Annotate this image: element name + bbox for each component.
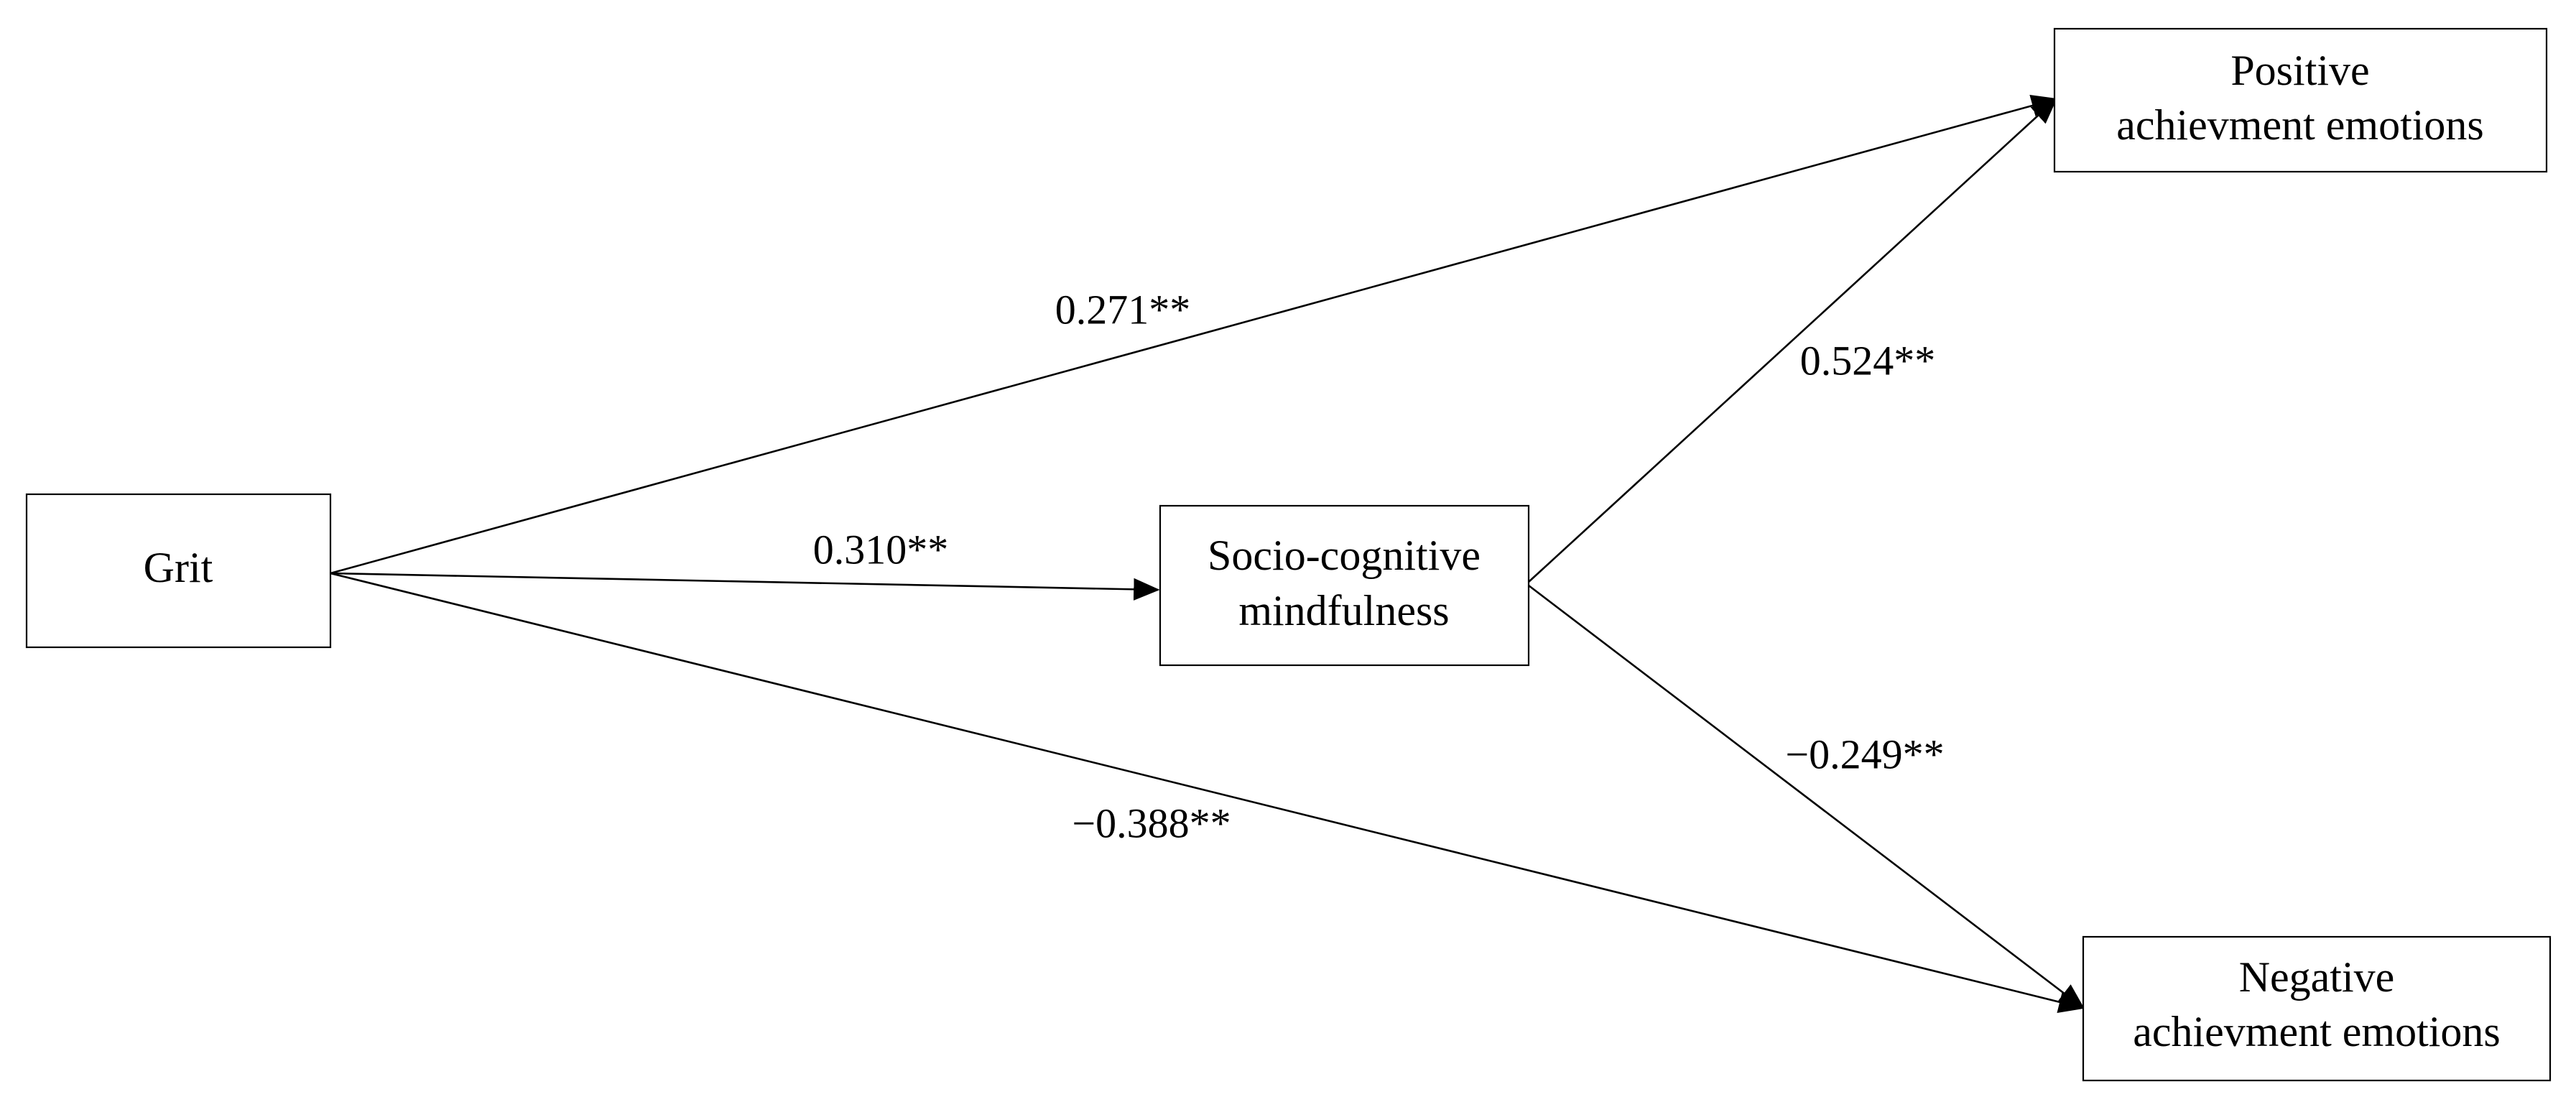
edge-label-grit-negative: −0.388**: [1072, 800, 1231, 846]
node-negative-box: [2082, 935, 2552, 1082]
node-mindfulness-label-line1: Socio-cognitive: [1208, 532, 1481, 579]
edge-grit-to-positive: [330, 94, 2058, 575]
node-negative-label-line1: Negative: [2239, 953, 2395, 1001]
edge-labels: 0.271** 0.310** −0.388** 0.524** −0.249*…: [813, 286, 1945, 846]
edge-label-grit-positive: 0.271**: [1055, 286, 1191, 333]
node-positive-label-line2: achievment emotions: [2116, 101, 2484, 149]
node-positive: Positive achievment emotions: [2053, 27, 2548, 173]
node-grit-box: [25, 493, 332, 649]
edge-mindfulness-to-positive: [1528, 98, 2057, 583]
node-negative-label-line2: achievment emotions: [2133, 1008, 2501, 1055]
node-positive-box: [2053, 27, 2548, 173]
edge-grit-to-negative: [330, 572, 2085, 1014]
edge-label-mindfulness-positive: 0.524**: [1800, 337, 1936, 384]
node-mindfulness: Socio-cognitive mindfulness: [1159, 504, 1530, 667]
node-positive-label-line1: Positive: [2230, 47, 2369, 94]
node-grit: Grit: [25, 493, 332, 649]
edge-label-grit-mindfulness: 0.310**: [813, 526, 949, 573]
edge-grit-to-mindfulness: [330, 572, 1160, 601]
edges: [330, 94, 2085, 1014]
node-grit-label: Grit: [144, 544, 213, 591]
edge-mindfulness-to-negative: [1528, 584, 2085, 1009]
edge-label-mindfulness-negative: −0.249**: [1785, 731, 1944, 777]
node-negative: Negative achievment emotions: [2082, 935, 2552, 1082]
node-mindfulness-label-line2: mindfulness: [1238, 587, 1449, 634]
node-mindfulness-box: [1159, 504, 1530, 667]
